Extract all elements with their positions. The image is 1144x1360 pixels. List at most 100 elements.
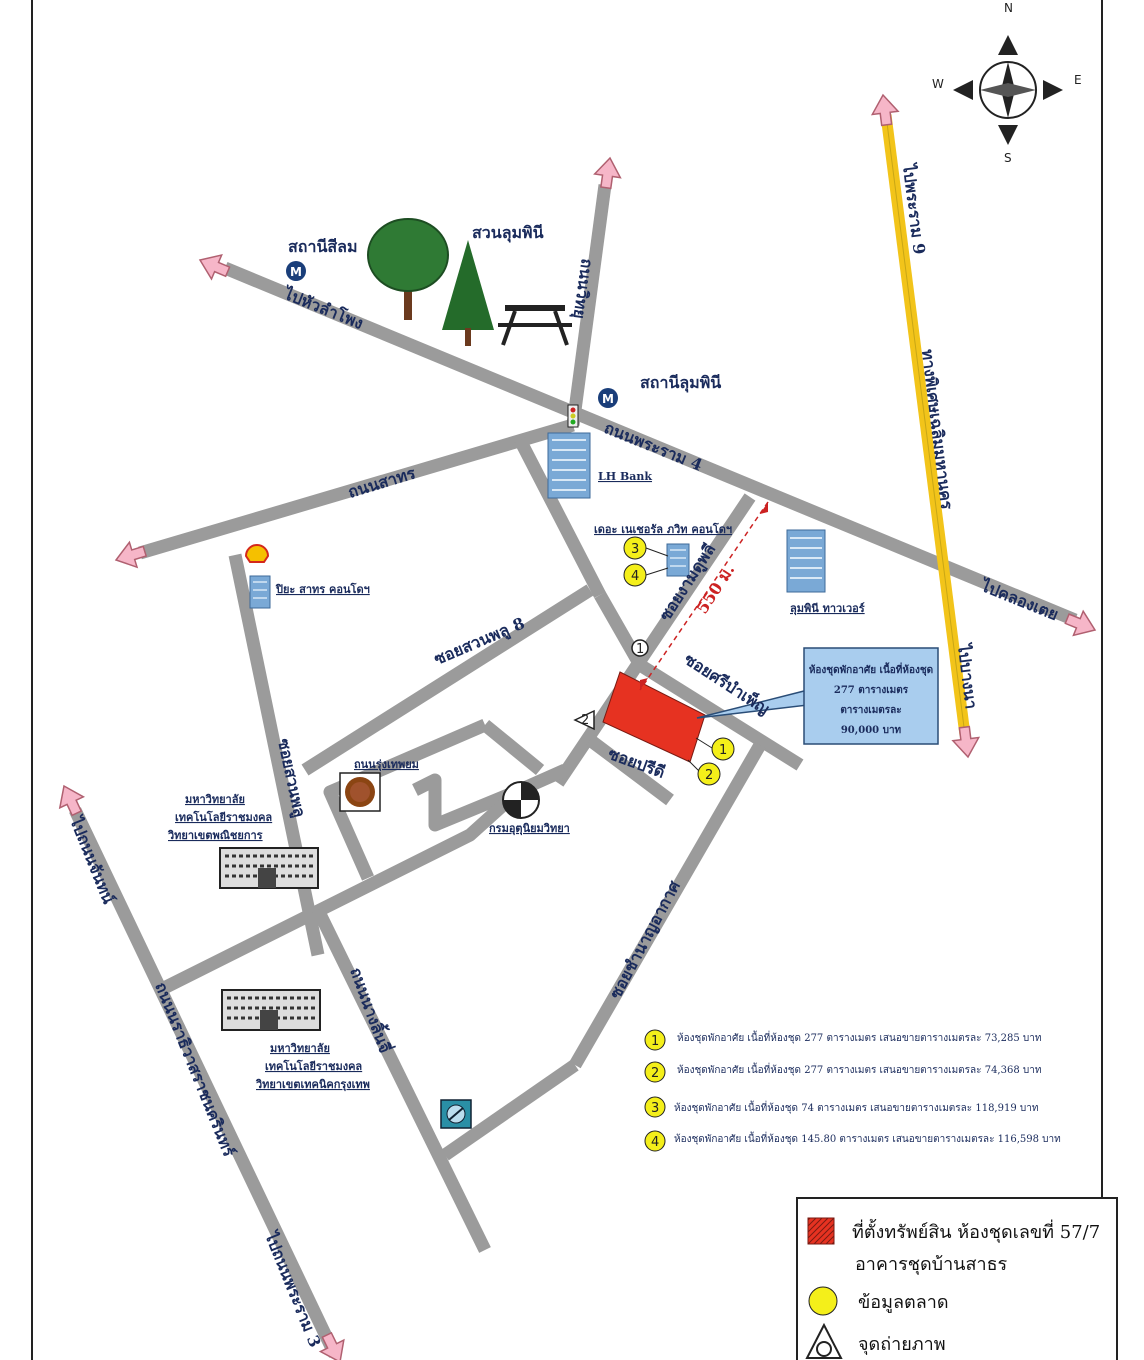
road-rama4-hualamphong bbox=[222, 261, 1078, 627]
pttl-station-icon bbox=[440, 1099, 472, 1129]
legend-box: ที่ตั้งทรัพย์สิน ห้องชุดเลขที่ 57/7 อาคา… bbox=[796, 1197, 1118, 1360]
label-the-complex: เดอะ เนเชอรัล ภวิท คอนโดฯ bbox=[594, 522, 732, 536]
bakery-icon bbox=[339, 772, 381, 812]
label-university1-l1: มหาวิทยาลัย bbox=[185, 793, 245, 806]
market-marker-3: 3 bbox=[623, 536, 647, 560]
svg-text:M: M bbox=[602, 392, 614, 406]
road-network bbox=[69, 114, 1078, 1358]
compass-e: E bbox=[1074, 73, 1082, 87]
market-marker-4: 4 bbox=[623, 563, 647, 587]
lumpini-park-icon bbox=[367, 218, 572, 346]
label-university2-l1: มหาวิทยาลัย bbox=[270, 1042, 330, 1055]
label-soi-akat: ซอยชำนาญอากาศ bbox=[606, 877, 685, 1003]
road-connector-a bbox=[514, 437, 606, 598]
label-sri-bamphen: ซอยศรีบำเพ็ญ bbox=[680, 648, 774, 719]
university1-building-icon bbox=[219, 847, 319, 889]
label-rama3: ไปถนนพระราม 3 bbox=[261, 1228, 325, 1350]
label-hualamphong: ไปหัวลำโพง bbox=[280, 282, 367, 333]
road-ngamduphli bbox=[552, 493, 756, 787]
svg-text:1: 1 bbox=[636, 642, 644, 657]
label-klongtoei: ไปคลองเตย bbox=[977, 575, 1061, 624]
label-lumpini-station: สถานีลุมพินี bbox=[640, 373, 721, 393]
svg-text:2: 2 bbox=[651, 1066, 659, 1081]
svg-text:4: 4 bbox=[631, 569, 639, 584]
road-soi-akat-end bbox=[441, 1059, 579, 1161]
callout-box: ห้องชุดพักอาศัย เนื้อที่ห้องชุด 277 ตารา… bbox=[696, 647, 939, 745]
arrow-sathorn-icon bbox=[114, 540, 148, 569]
sathorn-condo-building-icon bbox=[249, 575, 271, 609]
market-legend-item-1: 1 ห้องชุดพักอาศัย เนื้อที่ห้องชุด 277 ตา… bbox=[644, 1029, 1041, 1051]
svg-text:ห้องชุดพักอาศัย เนื้อที่ห้องชุ: ห้องชุดพักอาศัย เนื้อที่ห้องชุด 277 ตารา… bbox=[677, 1062, 1041, 1076]
compass-n: N bbox=[1004, 1, 1013, 15]
legend-market-data: ข้อมูลตลาด bbox=[858, 1292, 949, 1313]
road-suanphlu bbox=[228, 553, 325, 957]
road-bakery-loop-b bbox=[480, 719, 545, 776]
arrow-rama3-icon bbox=[318, 1331, 345, 1360]
legend-photo-point: จุดถ่ายภาพ bbox=[858, 1334, 946, 1355]
market-legend-item-2: 2 ห้องชุดพักอาศัย เนื้อที่ห้องชุด 277 ตา… bbox=[644, 1061, 1041, 1083]
photo-point-1: 1 bbox=[631, 639, 649, 657]
arrow-chan-icon bbox=[58, 784, 86, 817]
shell-station-icon bbox=[244, 544, 270, 563]
svg-text:2: 2 bbox=[581, 713, 589, 728]
distance-line bbox=[639, 501, 769, 691]
photo-point-2: 2 bbox=[573, 709, 595, 731]
legend-property-line2: อาคารชุดบ้านสาธร bbox=[855, 1254, 1008, 1275]
legend-market-swatch-icon bbox=[808, 1286, 838, 1316]
label-chan: ไปถนนจันทน์ bbox=[66, 813, 119, 907]
market-legend-list: 1 ห้องชุดพักอาศัย เนื้อที่ห้องชุด 277 ตา… bbox=[644, 1029, 1061, 1152]
label-sathorn: ถนนสาทร bbox=[346, 463, 418, 502]
label-lumpini-tower: ลุมพินี ทาวเวอร์ bbox=[790, 602, 865, 616]
arrow-wireless-icon bbox=[593, 156, 622, 190]
compass-rose-icon: N E S W bbox=[932, 1, 1082, 165]
market-marker-1: 1 bbox=[711, 737, 735, 761]
legend-property-swatch-icon bbox=[807, 1217, 835, 1245]
label-sathorn-condo: ปิยะ สาทร คอนโดฯ bbox=[275, 582, 370, 596]
svg-text:3: 3 bbox=[631, 542, 639, 557]
market-marker-2: 2 bbox=[697, 762, 721, 786]
label-lh-bank: LH Bank bbox=[598, 470, 652, 483]
complex-building-icon bbox=[666, 543, 690, 577]
road-bakery-loop bbox=[323, 719, 488, 881]
compass-s: S bbox=[1004, 151, 1012, 165]
legend-photo-swatch-icon bbox=[805, 1322, 843, 1359]
road-narathiwat bbox=[69, 807, 341, 1358]
meteo-dept-icon bbox=[502, 781, 540, 819]
label-rama4: ถนนพระราม 4 bbox=[602, 418, 706, 475]
svg-text:M: M bbox=[290, 265, 302, 279]
label-silom-station: สถานีสีลม bbox=[288, 237, 358, 256]
expressway-line bbox=[880, 114, 971, 736]
label-university1-l2: เทคโนโลยีราชมงคล bbox=[175, 810, 272, 824]
svg-text:2: 2 bbox=[705, 768, 713, 783]
callout-line4: 90,000 บาท bbox=[841, 725, 902, 736]
label-university2-l3: วิทยาเขตเทคนิคกรุงเทพ bbox=[255, 1078, 370, 1092]
callout-line1: ห้องชุดพักอาศัย เนื้อที่ห้องชุด bbox=[809, 662, 933, 676]
legend-property-line1: ที่ตั้งทรัพย์สิน ห้องชุดเลขที่ 57/7 bbox=[852, 1219, 1100, 1243]
direction-arrows bbox=[58, 93, 1097, 1360]
label-bakery: ถนนรุ่งเทพยม bbox=[354, 758, 419, 772]
arrow-rama9-icon bbox=[870, 93, 900, 127]
road-sathorn bbox=[138, 418, 575, 560]
arrow-bangna-icon bbox=[951, 725, 981, 759]
label-lumpini-park: สวนลุมพินี bbox=[472, 223, 544, 243]
road-nanglinchi bbox=[312, 907, 491, 1253]
svg-text:1: 1 bbox=[719, 743, 727, 758]
market-legend-item-3: 3 ห้องชุดพักอาศัย เนื้อที่ห้องชุด 74 ตาร… bbox=[644, 1096, 1038, 1118]
university2-building-icon bbox=[221, 989, 321, 1031]
market-legend-item-4: 4 ห้องชุดพักอาศัย เนื้อที่ห้องชุด 145.80… bbox=[644, 1130, 1061, 1152]
lh-bank-building-icon bbox=[547, 432, 591, 499]
svg-text:ห้องชุดพักอาศัย เนื้อที่ห้องชุ: ห้องชุดพักอาศัย เนื้อที่ห้องชุด 145.80 ต… bbox=[674, 1131, 1061, 1145]
distance-arrow-top-icon bbox=[760, 502, 768, 514]
lumpini-tower-building-icon bbox=[786, 529, 826, 593]
arrow-hualamphong-icon bbox=[198, 254, 231, 281]
label-meteo-dept: กรมอุตุนิยมวิทยา bbox=[489, 822, 570, 836]
svg-text:ห้องชุดพักอาศัย เนื้อที่ห้องชุ: ห้องชุดพักอาศัย เนื้อที่ห้องชุด 277 ตารา… bbox=[677, 1030, 1041, 1044]
compass-w: W bbox=[932, 77, 944, 91]
label-nanglinchi: ถนนนางลิ้นจี่ bbox=[346, 964, 397, 1056]
expressway-edge bbox=[885, 114, 966, 736]
svg-text:4: 4 bbox=[651, 1135, 659, 1150]
callout-line2: 277 ตารางเมตร bbox=[834, 685, 909, 696]
road-connector-b bbox=[594, 591, 646, 669]
distance-arrow-bottom-icon bbox=[640, 678, 648, 690]
